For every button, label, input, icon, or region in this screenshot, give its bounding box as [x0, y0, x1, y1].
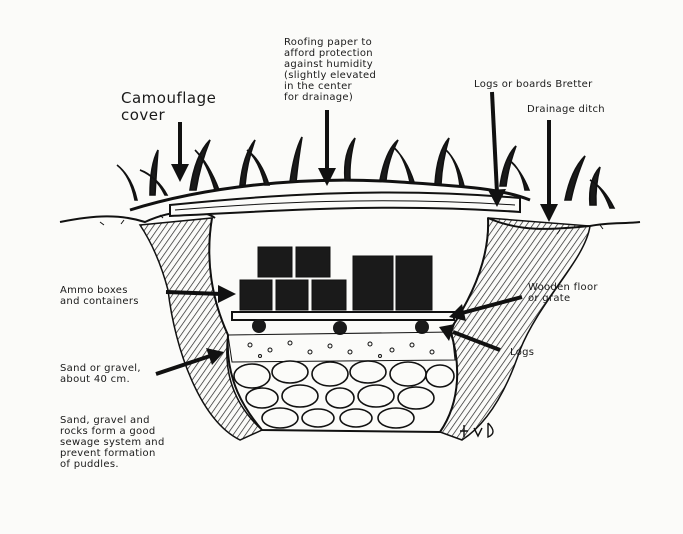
- logs-arrow: [439, 324, 501, 352]
- log: [252, 319, 266, 333]
- arrows: [155, 91, 558, 376]
- log: [415, 320, 429, 334]
- ground-surface-right: [487, 217, 641, 230]
- drainage-ditch-label: Drainage ditch: [527, 104, 605, 115]
- roofing-arrow: [318, 110, 336, 186]
- roofing-paper-label: Roofing paper to afford protection again…: [284, 37, 377, 103]
- left-soil-wall: [138, 217, 264, 441]
- pit-outline: [208, 217, 490, 434]
- ammo-box: [352, 255, 394, 311]
- sand-gravel-label: Sand or gravel, about 40 cm.: [60, 363, 141, 385]
- ammo-box: [295, 246, 331, 278]
- roof-log: [169, 191, 521, 218]
- wooden-floor: [231, 311, 455, 321]
- ammo-box: [257, 246, 293, 278]
- floor-arrow: [449, 295, 523, 321]
- signature-mark: [460, 422, 494, 439]
- camouflage-arrow: [171, 122, 189, 182]
- rocks: [233, 360, 455, 429]
- drainage-note: Sand, gravel and rocks form a good sewag…: [60, 415, 165, 470]
- ammo-box: [395, 255, 433, 311]
- right-soil-wall: [438, 217, 591, 441]
- gravel: [247, 340, 435, 358]
- ammo-box: [239, 279, 273, 311]
- camouflage-vegetation: [116, 136, 616, 209]
- wooden-floor-label: Wooden floor or grate: [528, 282, 598, 304]
- sand-arrow: [155, 348, 224, 376]
- sand-layer: [227, 331, 456, 363]
- drainage-arrow: [540, 120, 558, 222]
- camouflage-cover-label: Camouflage cover: [121, 89, 217, 124]
- ammo-box: [275, 279, 309, 311]
- ammo-box: [311, 279, 347, 311]
- logs-boards-label: Logs or boards Bretter: [474, 79, 593, 90]
- ammo-boxes-label: Ammo boxes and containers: [60, 285, 139, 307]
- ammo-arrow: [165, 285, 236, 303]
- logs-boards-arrow: [488, 91, 506, 207]
- logs-label: Logs: [510, 347, 535, 358]
- ammo-boxes: [239, 246, 433, 311]
- log: [333, 321, 347, 335]
